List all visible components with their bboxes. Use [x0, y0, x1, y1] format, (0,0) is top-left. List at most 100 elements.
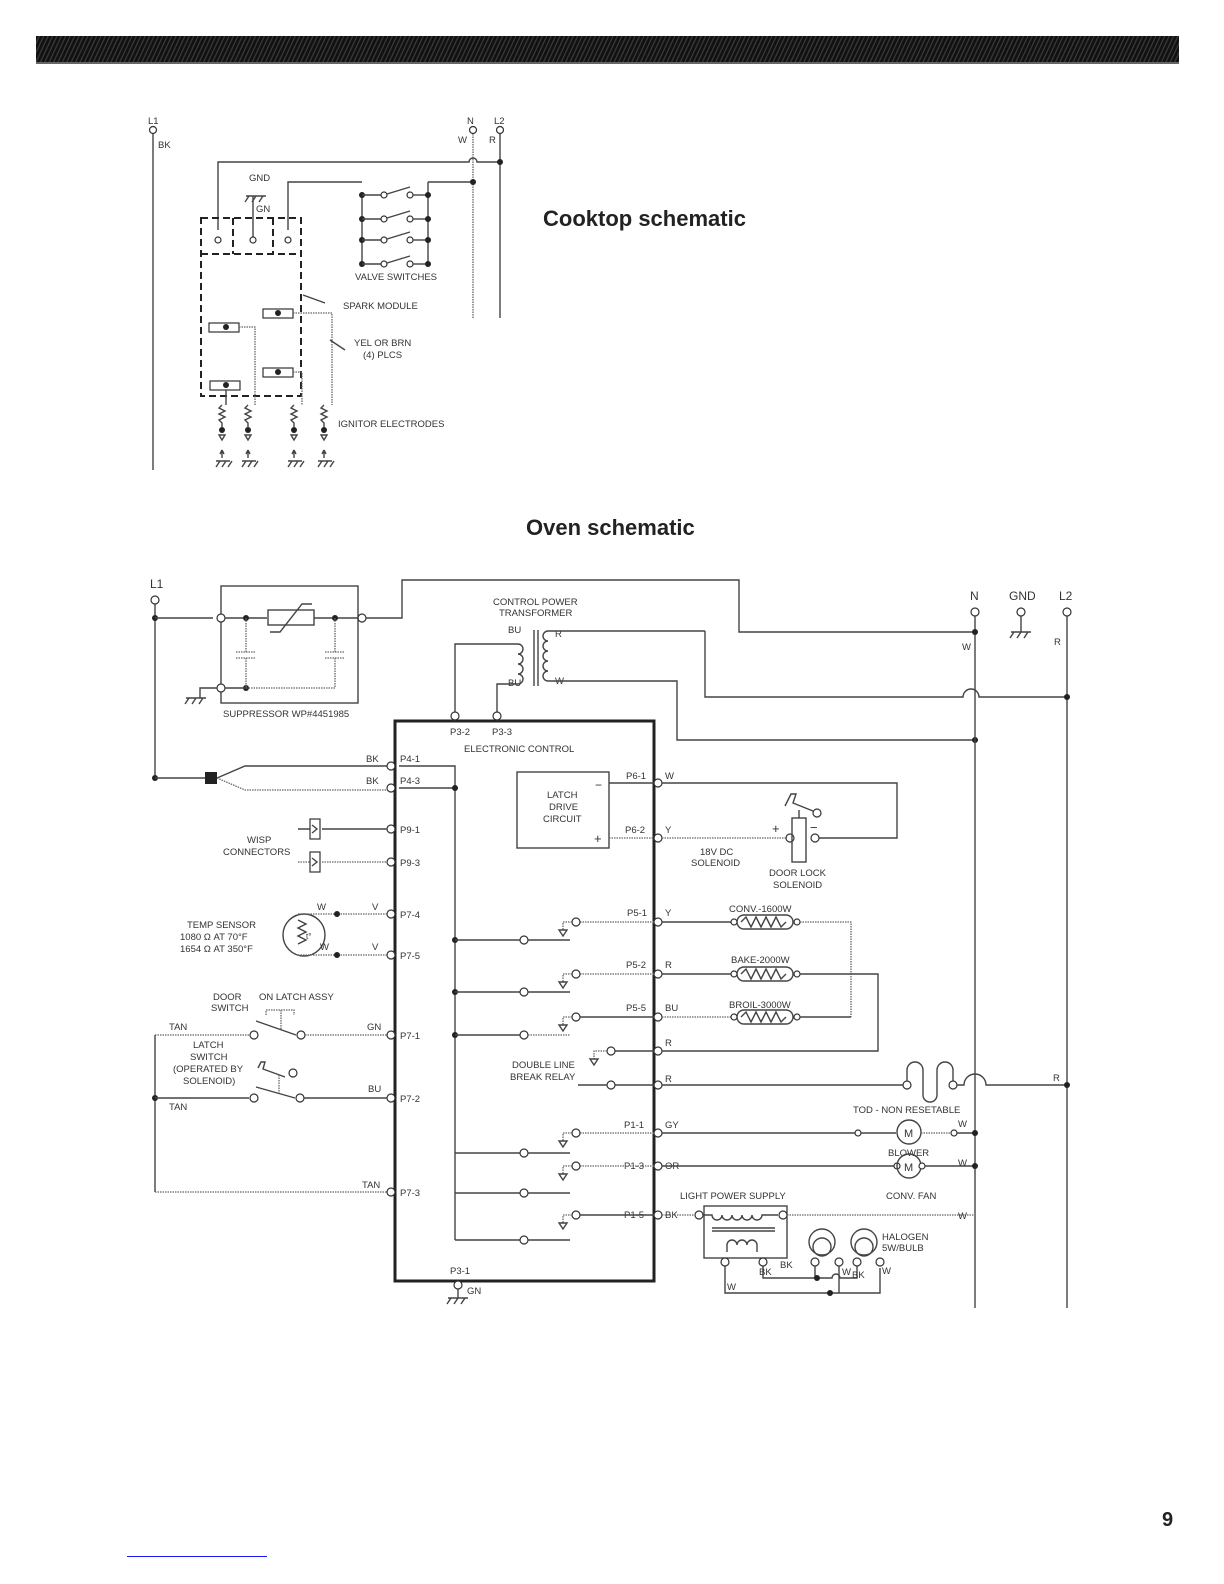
label-broil-element: BROIL-3000W: [729, 1000, 791, 1011]
wire-label: TAN: [362, 1180, 380, 1191]
label-solenoid: SOLENOID: [691, 858, 740, 869]
pin-p5-2: P5-2: [626, 960, 646, 971]
halogen-bulb-icon: [850, 1228, 878, 1256]
label-tr-r: R: [555, 629, 562, 640]
label-door-lock: DOOR LOCK: [769, 868, 827, 879]
cooktop-title: Cooktop schematic: [543, 206, 746, 231]
label-oven-l1: L1: [150, 577, 164, 591]
l1-terminal: [148, 125, 158, 135]
label-bake-element: BAKE-2000W: [731, 955, 790, 966]
wire-label: BK: [366, 776, 379, 787]
label-suppressor: SUPPRESSOR WP#4451985: [223, 709, 349, 720]
label-p3-1: P3-1: [450, 1266, 470, 1277]
label-oven-n: N: [970, 589, 979, 603]
label-gn: GN: [256, 204, 270, 215]
wire-label: R: [665, 960, 672, 971]
left-pins: P4-1BK P4-3BK P9-1 P9-3 P7-4V P7-5V P7-1…: [362, 754, 420, 1199]
latch-switch: [249, 1093, 259, 1103]
pin-p1-1: P1-1: [624, 1120, 644, 1131]
wire-label: TAN: [169, 1102, 187, 1113]
minus-sign: −: [810, 820, 818, 835]
header-bar: [36, 36, 1179, 64]
valve-feed-wire: [287, 181, 362, 230]
label-latch-drive-1: LATCH: [547, 790, 578, 801]
label-spark-module: SPARK MODULE: [343, 301, 418, 312]
label-latch: LATCH: [193, 1040, 224, 1051]
valve-switches: [359, 186, 431, 268]
wire-label: GY: [665, 1120, 679, 1131]
cooktop-schematic: L1 BK N W L2 R VALVE SWITCHES GND GN: [148, 116, 505, 470]
wire-label: BK: [366, 754, 379, 765]
ground-icon: [1009, 616, 1031, 639]
transformer-secondary: [542, 630, 975, 741]
label-w: W: [458, 135, 467, 146]
label-latch-sol: SOLENOID): [183, 1076, 235, 1087]
ignitor-electrodes: [215, 404, 335, 468]
suppressor-box: [220, 585, 359, 704]
label-conv-fan: CONV. FAN: [886, 1191, 936, 1202]
label-oven-l2: L2: [1059, 589, 1073, 603]
pin-p1-3: P1-3: [624, 1161, 644, 1172]
pin-p7-5: P7-5: [400, 951, 420, 962]
label-tod: TOD - NON RESETABLE: [853, 1105, 960, 1116]
label-switch: SWITCH: [211, 1003, 249, 1014]
page-number: 9: [1162, 1509, 1174, 1531]
label-ignitor-electrodes: IGNITOR ELECTRODES: [338, 419, 444, 430]
wire-label: BU: [665, 1003, 678, 1014]
plus-sign: +: [772, 821, 780, 836]
pin-p5-5: P5-5: [626, 1003, 646, 1014]
label-latch-drive-3: CIRCUIT: [543, 814, 582, 825]
light-power-supply: [703, 1205, 788, 1259]
wire-label: W: [727, 1282, 736, 1293]
relay-contacts: [455, 917, 654, 1245]
label-on-latch-assy: ON LATCH ASSY: [259, 992, 334, 1003]
electronic-control-box: [393, 719, 656, 1283]
pin-p9-3: P9-3: [400, 858, 420, 869]
footer-link-underline[interactable]: [127, 1556, 267, 1557]
oven-title: Oven schematic: [526, 515, 695, 540]
door-switch: [249, 1030, 259, 1040]
conv-element: [662, 914, 852, 1017]
label-latch-op: (OPERATED BY: [173, 1064, 244, 1075]
pin-p9-1: P9-1: [400, 825, 420, 836]
heating-elements: [662, 914, 879, 1052]
wire-label: BK: [759, 1267, 772, 1278]
label-n-w: W: [962, 642, 971, 653]
label-wisp-1: WISP: [247, 835, 271, 846]
wire-label: Y: [665, 825, 672, 836]
label-door: DOOR: [213, 992, 242, 1003]
pin-p6-1: P6-1: [626, 771, 646, 782]
wire-label: BK: [852, 1270, 865, 1281]
temp-sensor-icon: [282, 913, 326, 957]
pin-p6-2: P6-2: [625, 825, 645, 836]
varistor-icon: [270, 603, 312, 633]
pin-p7-1: P7-1: [400, 1031, 420, 1042]
label-wire-count: (4) PLCS: [363, 350, 402, 361]
label-p3-3: P3-3: [492, 727, 512, 738]
label-wisp-2: CONNECTORS: [223, 847, 290, 858]
label-electronic-control: ELECTRONIC CONTROL: [464, 744, 574, 755]
capacitor-icon: [236, 618, 256, 688]
spark-l2-wire: [217, 157, 500, 230]
label-bu-top: BU: [508, 625, 521, 636]
temp-symbol: t°: [306, 932, 311, 941]
label-bk: BK: [158, 140, 171, 151]
n-terminal: [468, 125, 478, 135]
broil-element: [662, 1009, 851, 1025]
pin-p7-3: P7-3: [400, 1188, 420, 1199]
wire-label: W: [958, 1119, 967, 1130]
label-gnd: GND: [249, 173, 270, 184]
label-l2-r: R: [1054, 637, 1061, 648]
label-n: N: [467, 116, 474, 127]
label-temp-spec-1: 1080 Ω AT 70°F: [180, 932, 248, 943]
label-transformer-2: TRANSFORMER: [499, 608, 573, 619]
motor-symbol: M: [904, 1128, 913, 1140]
label-latch-switch: SWITCH: [190, 1052, 228, 1063]
label-transformer-1: CONTROL POWER: [493, 597, 578, 608]
bake-element: [662, 966, 879, 1052]
oven-schematic: L1 SUPPRESSOR WP#4451985 CONTROL POWER T…: [150, 577, 1073, 1308]
wire-label: R: [665, 1074, 672, 1085]
wire-label: W: [958, 1211, 967, 1222]
label-light-power-supply: LIGHT POWER SUPPLY: [680, 1191, 786, 1202]
